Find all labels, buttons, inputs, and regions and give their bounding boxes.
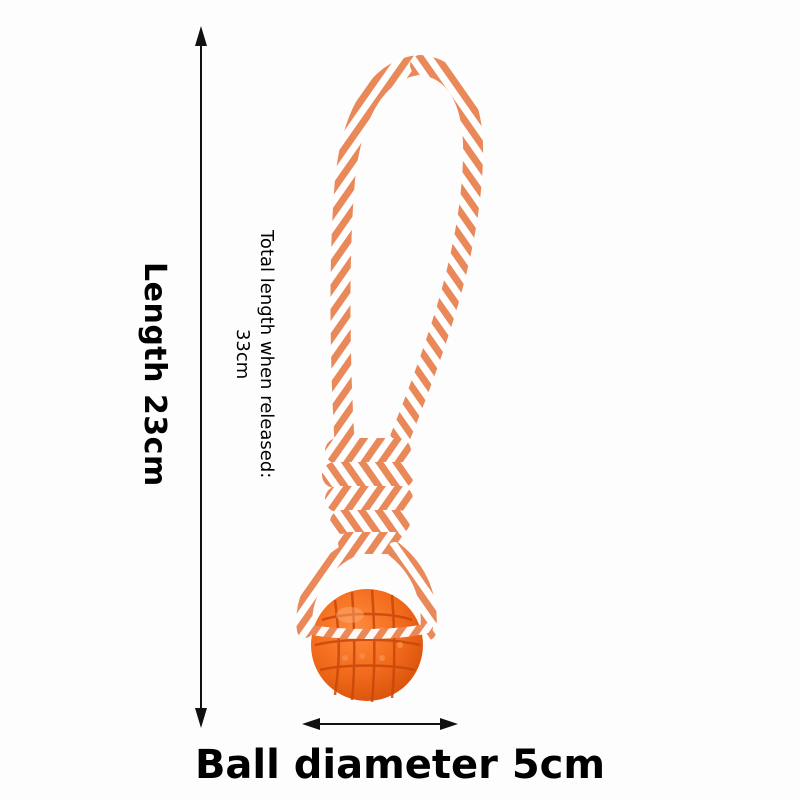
rope-loop-right bbox=[385, 55, 484, 460]
ball-diameter-label: Ball diameter 5cm bbox=[194, 742, 606, 788]
rope-around-ball-right bbox=[387, 542, 437, 640]
total-length-line2: 33cm bbox=[232, 328, 253, 380]
rope-over-ball bbox=[300, 623, 433, 639]
rope-knot bbox=[322, 438, 414, 554]
rope-loop-left bbox=[330, 55, 430, 460]
double-headed-horizontal-arrow-icon bbox=[302, 718, 458, 730]
total-length-label: Total length when released: 33cm bbox=[230, 230, 278, 478]
double-headed-vertical-arrow-icon bbox=[195, 26, 207, 728]
rope-around-ball-left bbox=[296, 542, 358, 638]
length-label: Length 23cm bbox=[137, 262, 172, 487]
rubber-ball bbox=[311, 589, 423, 703]
total-length-line1: Total length when released: bbox=[256, 230, 277, 479]
